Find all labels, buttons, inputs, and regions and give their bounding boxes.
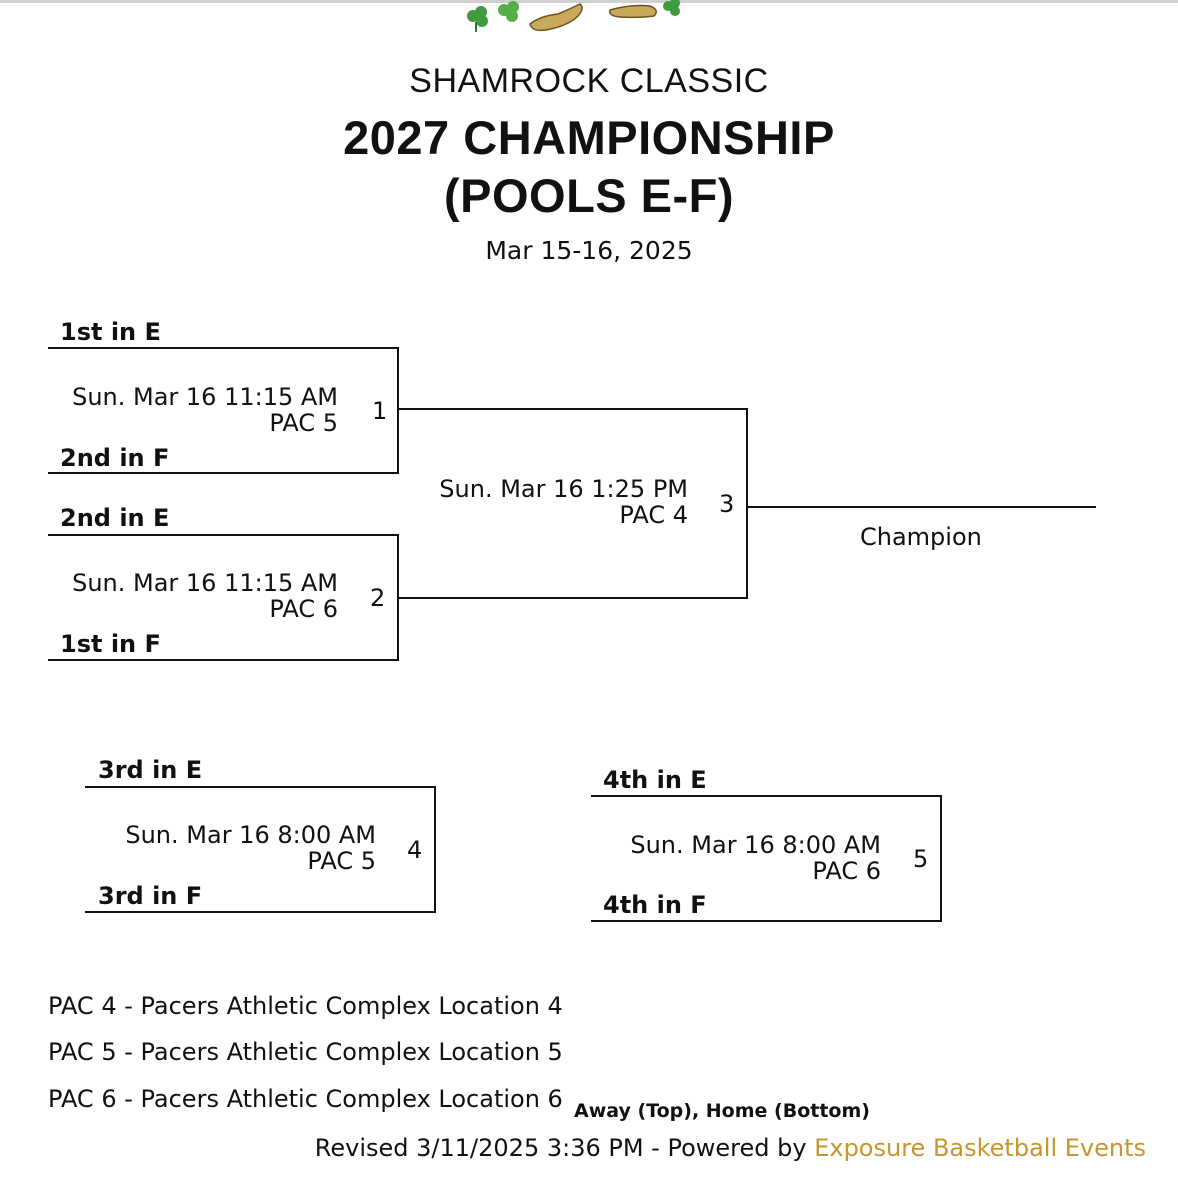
game1-top-line — [48, 347, 399, 349]
game5-time: Sun. Mar 16 8:00 AM — [630, 831, 881, 859]
game4-bottom-team: 3rd in F — [98, 882, 203, 910]
game5-location: PAC 6 — [812, 857, 881, 885]
location-legend-item: PAC 5 - Pacers Athletic Complex Location… — [48, 1038, 563, 1066]
game4-location: PAC 5 — [307, 847, 376, 875]
game4-time: Sun. Mar 16 8:00 AM — [125, 821, 376, 849]
page-subtitle: (POOLS E-F) — [443, 169, 735, 222]
game2-right-line — [397, 534, 399, 661]
game3-location: PAC 4 — [619, 501, 688, 529]
game1-top-team: 1st in E — [60, 318, 161, 346]
game2-info: Sun. Mar 16 11:15 AM PAC 6 — [72, 570, 338, 622]
shoe-icon — [529, 3, 583, 32]
game1-info: Sun. Mar 16 11:15 AM PAC 5 — [72, 384, 338, 436]
game3-info: Sun. Mar 16 1:25 PM PAC 4 — [439, 476, 688, 528]
game2-location: PAC 6 — [269, 595, 338, 623]
location-legend-item: PAC 4 - Pacers Athletic Complex Location… — [48, 992, 563, 1020]
event-logo — [467, 0, 680, 32]
shamrock-icon — [498, 1, 519, 22]
game4-info: Sun. Mar 16 8:00 AM PAC 5 — [125, 822, 376, 874]
top-border — [0, 0, 1178, 3]
game2-top-line — [48, 534, 399, 536]
game3-right-line — [746, 408, 748, 599]
game1-right-line — [397, 347, 399, 474]
shamrock-icon — [467, 6, 488, 32]
champion-line — [748, 506, 1096, 508]
game2-time: Sun. Mar 16 11:15 AM — [72, 569, 338, 597]
game5-right-line — [940, 795, 942, 922]
game3-number: 3 — [719, 490, 735, 518]
game4-top-team: 3rd in E — [98, 756, 203, 784]
game2-number: 2 — [370, 584, 386, 612]
game3-bottom-line — [399, 597, 748, 599]
game1-time: Sun. Mar 16 11:15 AM — [72, 383, 338, 411]
game5-number: 5 — [913, 845, 929, 873]
game3-top-line — [399, 408, 748, 410]
game5-top-line — [591, 795, 942, 797]
game4-bottom-line — [85, 911, 436, 913]
game3-time: Sun. Mar 16 1:25 PM — [439, 475, 688, 503]
game2-bottom-line — [48, 659, 399, 661]
game5-info: Sun. Mar 16 8:00 AM PAC 6 — [630, 832, 881, 884]
game5-top-team: 4th in E — [603, 766, 707, 794]
location-legend-item: PAC 6 - Pacers Athletic Complex Location… — [48, 1085, 563, 1113]
shoe-icon — [608, 4, 657, 19]
shamrock-icon — [663, 0, 680, 16]
game1-location: PAC 5 — [269, 409, 338, 437]
game1-bottom-team: 2nd in F — [60, 444, 170, 472]
game5-bottom-team: 4th in F — [603, 891, 707, 919]
home-away-note: Away (Top), Home (Bottom) — [574, 1100, 870, 1122]
game2-bottom-team: 1st in F — [60, 630, 161, 658]
page-title: 2027 CHAMPIONSHIP — [343, 111, 835, 164]
footer: Revised 3/11/2025 3:36 PM - Powered by E… — [315, 1134, 1146, 1162]
game4-right-line — [434, 786, 436, 913]
champion-label: Champion — [860, 523, 982, 551]
game5-bottom-line — [591, 920, 942, 922]
game4-number: 4 — [407, 836, 423, 864]
game1-bottom-line — [48, 472, 399, 474]
exposure-link[interactable]: Exposure Basketball Events — [814, 1134, 1146, 1162]
game2-top-team: 2nd in E — [60, 504, 170, 532]
game4-top-line — [85, 786, 436, 788]
revised-text: Revised 3/11/2025 3:36 PM - Powered by — [314, 1134, 815, 1162]
game1-number: 1 — [372, 397, 388, 425]
event-dates: Mar 15-16, 2025 — [485, 236, 693, 265]
event-name: SHAMROCK CLASSIC — [409, 62, 769, 100]
